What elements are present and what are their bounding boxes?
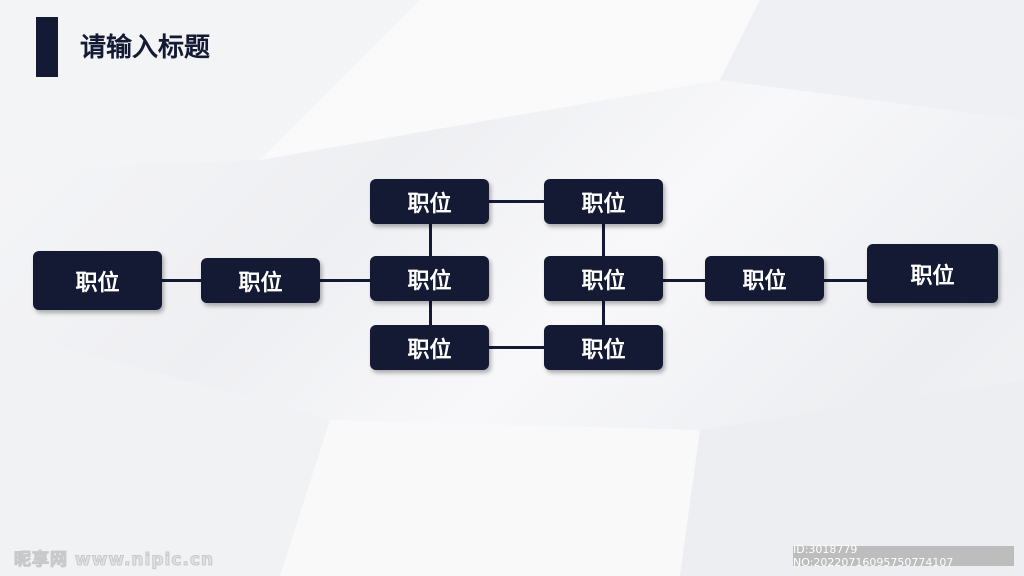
watermark-id: ID:3018779 NO:20220716095750774107 — [793, 543, 1014, 569]
title-accent-bar — [36, 17, 58, 77]
node-box: 职位 — [544, 256, 663, 301]
connector — [320, 279, 370, 282]
node-box: 职位 — [544, 179, 663, 224]
connector — [663, 279, 705, 282]
node-box: 职位 — [544, 325, 663, 370]
node-box: 职位 — [867, 244, 998, 303]
connector — [824, 279, 867, 282]
node-box: 职位 — [370, 179, 489, 224]
node-box: 职位 — [705, 256, 824, 301]
page-title: 请输入标题 — [80, 33, 211, 63]
connector — [489, 200, 544, 203]
node-box: 职位 — [370, 325, 489, 370]
watermark-site: 昵享网 www.nipic.cn — [13, 550, 215, 571]
node-box: 职位 — [370, 256, 489, 301]
node-box: 职位 — [33, 251, 162, 310]
node-box: 职位 — [201, 258, 320, 303]
connector — [489, 346, 544, 349]
connector — [162, 279, 201, 282]
